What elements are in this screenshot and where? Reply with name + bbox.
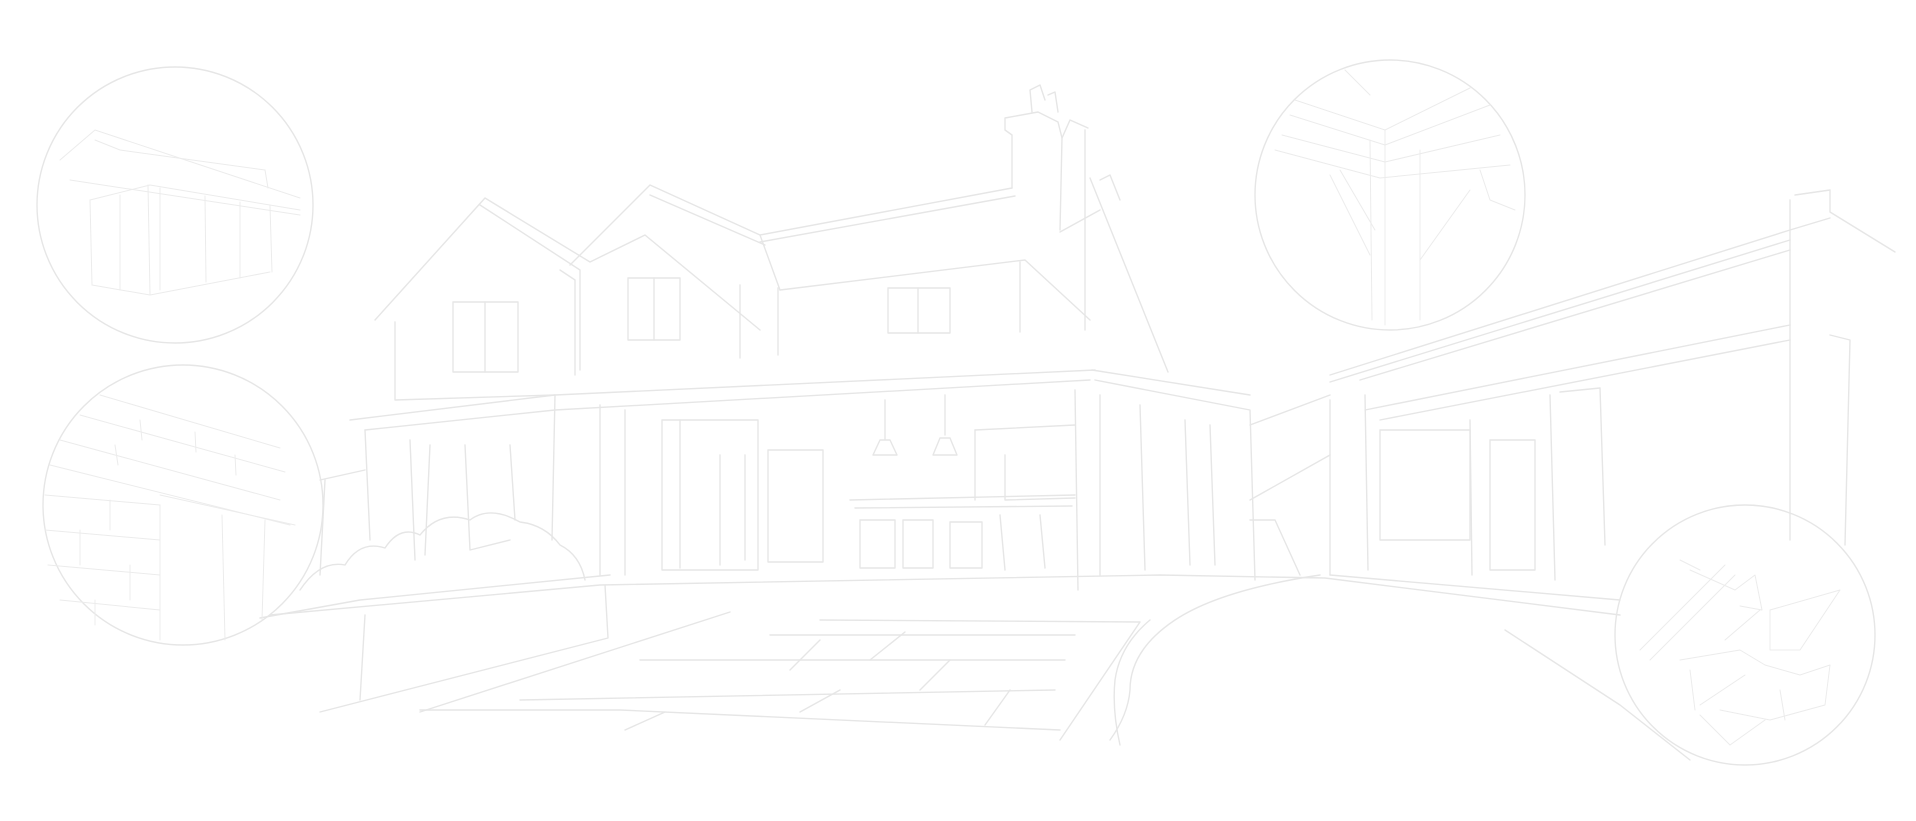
roof-eaves-detail <box>36 66 314 344</box>
tools-detail <box>1614 504 1876 766</box>
patio-outline <box>259 574 1691 761</box>
right-wing-outline <box>1249 189 1896 601</box>
brickwork-detail <box>42 364 324 646</box>
house-outline <box>299 84 1256 591</box>
roof-truss-detail <box>1254 59 1526 331</box>
